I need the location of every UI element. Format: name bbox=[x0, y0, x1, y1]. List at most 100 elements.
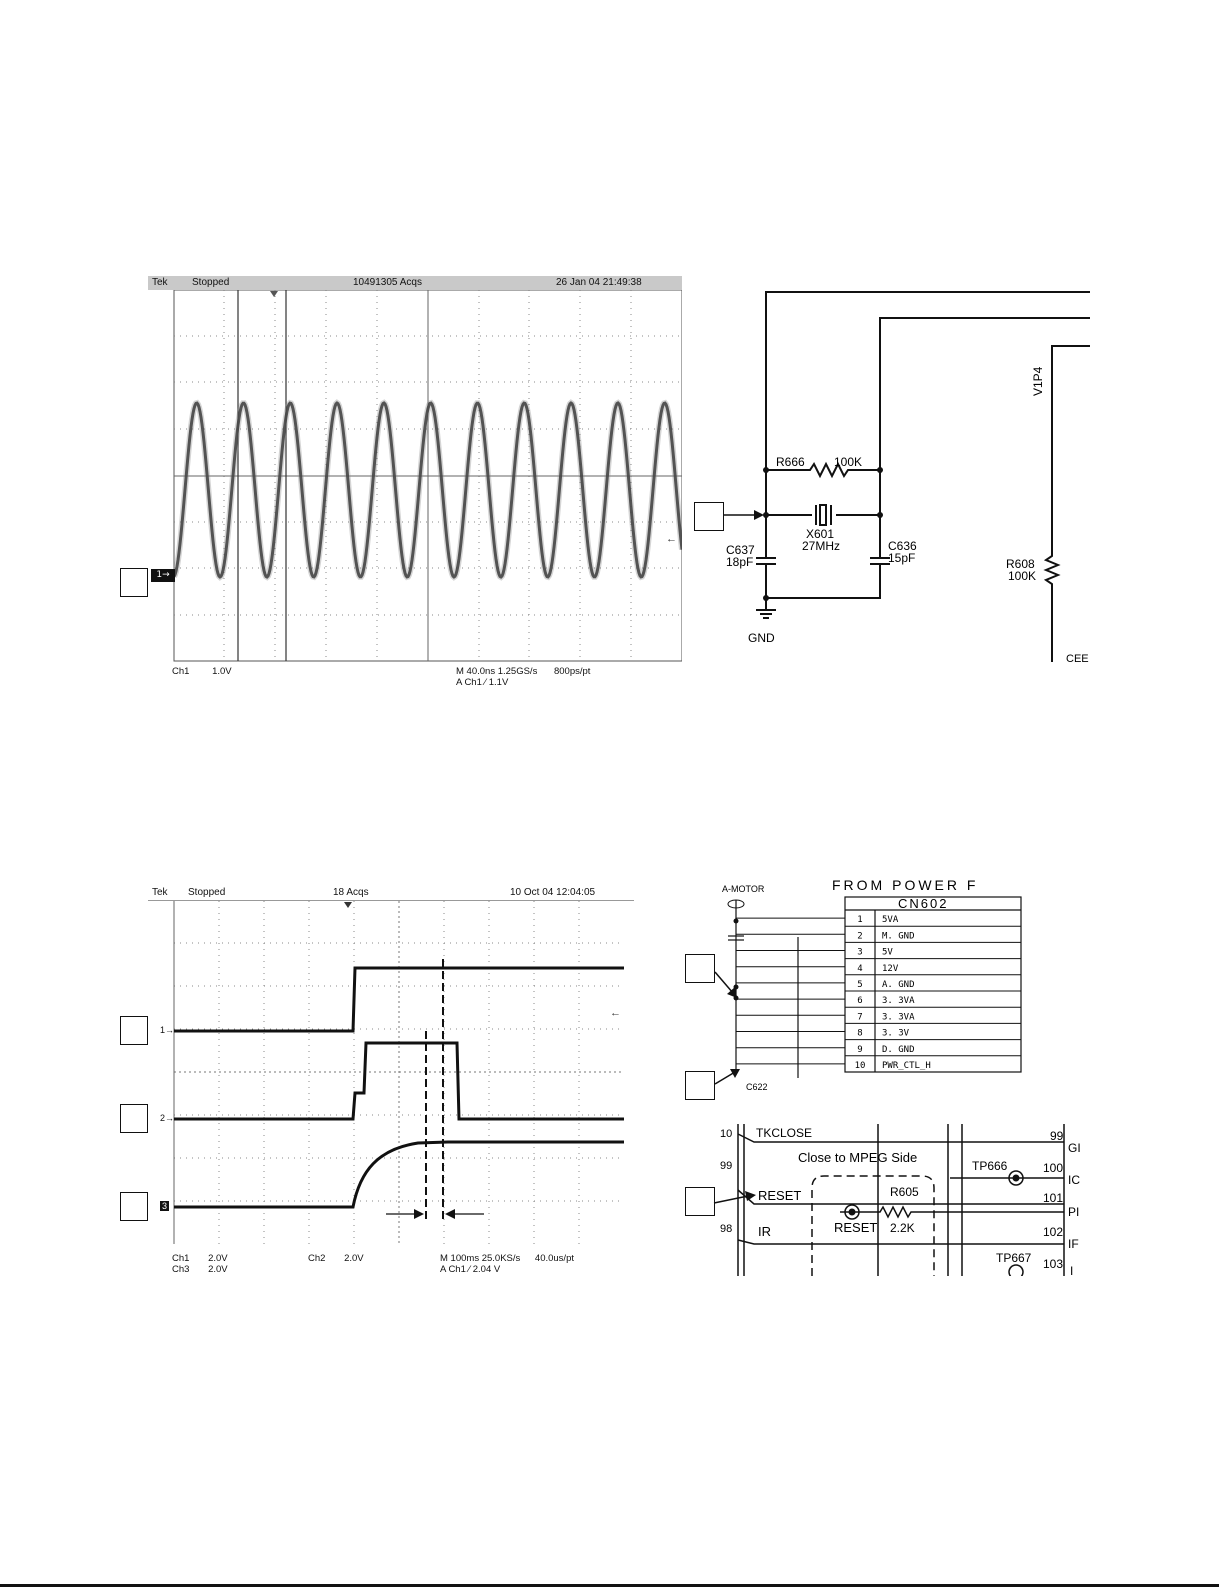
scope-footer-time: M 100ms 25.0KS/s 40.0us/pt bbox=[440, 1253, 574, 1264]
label-tkclose: TKCLOSE bbox=[756, 1126, 812, 1140]
footer-ch1: Ch1 bbox=[172, 1253, 190, 1264]
label-tp667: TP667 bbox=[996, 1251, 1032, 1265]
label-r608-value: 100K bbox=[1008, 569, 1036, 583]
pin-number: 9 bbox=[857, 1045, 862, 1055]
footer-ch2-volts: 2.0V bbox=[344, 1253, 364, 1264]
pin-name: 5V bbox=[882, 948, 893, 958]
footer-timebase: M 100ms 25.0KS/s bbox=[440, 1253, 521, 1264]
ch2-marker: 2→ bbox=[160, 1113, 175, 1123]
label-x601: X601 bbox=[806, 527, 834, 541]
label-gnd: GND bbox=[748, 631, 775, 645]
footer-rate: 800ps/pt bbox=[553, 666, 591, 677]
label-r605: R605 bbox=[890, 1185, 919, 1199]
waveform-ch1 bbox=[172, 401, 682, 579]
label-reset-net: RESET bbox=[758, 1188, 801, 1203]
pin-name: D. GND bbox=[882, 1045, 915, 1055]
footer-ch3: Ch3 bbox=[172, 1264, 190, 1275]
scope-screen: ← bbox=[173, 901, 624, 1244]
scope-footer-trigger: A Ch1 ∕ 2.04 V bbox=[440, 1264, 501, 1275]
label-r666: R666 bbox=[776, 455, 805, 469]
page-bottom-rule bbox=[0, 1584, 1219, 1587]
scope-datetime: 26 Jan 04 21:49:38 bbox=[556, 277, 642, 288]
footer-ch1-volts: 2.0V bbox=[208, 1253, 228, 1264]
ch1-marker: 1→ bbox=[160, 1025, 175, 1035]
waveform-ch1 bbox=[174, 966, 624, 1033]
label-tp666: TP666 bbox=[972, 1159, 1008, 1173]
pin-name: 3. 3VA bbox=[882, 1012, 915, 1022]
pin-name: PWR_CTL_H bbox=[882, 1061, 931, 1071]
callout-box bbox=[120, 1104, 148, 1133]
callout-arrow-3 bbox=[713, 1191, 756, 1204]
pin-number: 10 bbox=[855, 1061, 866, 1071]
footer-timebase: M 40.0ns 1.25GS/s bbox=[456, 666, 538, 677]
pin-number: 1 bbox=[857, 915, 862, 925]
trigger-marker bbox=[270, 291, 278, 297]
pin-number: 5 bbox=[857, 980, 862, 990]
label-c636: C636 bbox=[888, 539, 917, 553]
pin-name: A. GND bbox=[882, 980, 915, 990]
ch1-marker-label: 1 bbox=[160, 1025, 166, 1035]
callout-box bbox=[694, 502, 724, 531]
label-from-power: FROM POWER F bbox=[832, 877, 978, 893]
label-r666-value: 100K bbox=[834, 455, 862, 469]
label-motor: A-MOTOR bbox=[722, 884, 765, 894]
waveform-ch2 bbox=[174, 1041, 624, 1121]
label-r605-value: 2.2K bbox=[890, 1221, 915, 1235]
pin-name: 12V bbox=[882, 964, 899, 974]
callout-box bbox=[120, 1192, 148, 1221]
graticule bbox=[173, 901, 624, 1244]
label-cut-3: PI bbox=[1068, 1205, 1079, 1219]
label-close-to-mpeg: Close to MPEG Side bbox=[798, 1150, 917, 1165]
schematic-reset: TKCLOSE 10 99 98 Close to MPEG Side RESE… bbox=[720, 1124, 1080, 1276]
label-c637-value: 18pF bbox=[726, 555, 753, 569]
label-c622: C622 bbox=[746, 1082, 768, 1090]
footer-rate: 40.0us/pt bbox=[534, 1253, 574, 1264]
scope-footer-ch: Ch1 1.0V bbox=[172, 666, 232, 677]
pin-name: 3. 3VA bbox=[882, 996, 915, 1006]
callout-box bbox=[120, 568, 148, 597]
callout-box bbox=[685, 1071, 715, 1100]
schematic-crystal: R666 100K X601 27MHz C637 18pF C636 15pF… bbox=[724, 291, 1090, 663]
pin-number: 6 bbox=[857, 996, 862, 1006]
callout-box bbox=[685, 954, 715, 983]
footer-ch2: Ch2 bbox=[308, 1253, 326, 1264]
scope-state: Stopped bbox=[188, 887, 226, 898]
channel-marker: 1→ bbox=[151, 569, 175, 582]
label-cn602: CN602 bbox=[898, 896, 948, 911]
scope-datetime: 10 Oct 04 12:04:05 bbox=[510, 887, 596, 898]
label-pin-99-left: 99 bbox=[720, 1160, 732, 1172]
pin-number: 2 bbox=[857, 931, 862, 941]
scope-header: Tek Stopped 10491305 Acqs 26 Jan 04 21:4… bbox=[148, 276, 682, 290]
pin-name: 5VA bbox=[882, 915, 899, 925]
label-cut: CEE bbox=[1066, 653, 1089, 663]
scope-acquisitions: 10491305 Acqs bbox=[353, 277, 422, 288]
scope-state: Stopped bbox=[192, 277, 230, 288]
callout-box bbox=[685, 1187, 715, 1216]
level-arrow: ← bbox=[666, 533, 677, 545]
scope-footer-ch1: Ch1 2.0V bbox=[172, 1253, 228, 1264]
footer-volts: 1.0V bbox=[212, 666, 232, 677]
scope-header: Tek Stopped 18 Acqs 10 Oct 04 12:04:05 bbox=[148, 886, 634, 901]
ch3-marker: 3 bbox=[160, 1201, 170, 1211]
scope-brand: Tek bbox=[152, 887, 168, 898]
waveform-ch3 bbox=[174, 1140, 624, 1209]
scope-footer-ch2: Ch2 2.0V bbox=[308, 1253, 364, 1264]
callout-arrows-2 bbox=[714, 971, 740, 1085]
label-reset-tp: RESET bbox=[834, 1220, 877, 1235]
ch3-marker-label: 3 bbox=[162, 1201, 168, 1211]
pin-number: 4 bbox=[857, 964, 862, 974]
label-ir-net: IR bbox=[758, 1224, 771, 1239]
label-r608: R608 bbox=[1006, 557, 1035, 571]
scope-screen: ← bbox=[171, 290, 682, 662]
label-pin-10: 10 bbox=[720, 1128, 732, 1140]
scope-footer-trigger: A Ch1 ∕ 1.1V bbox=[456, 677, 509, 688]
oscilloscope-capture-1: Tek Stopped 10491305 Acqs 26 Jan 04 21:4… bbox=[148, 276, 682, 696]
footer-channel: Ch1 bbox=[172, 666, 190, 677]
pin-name: 3. 3V bbox=[882, 1029, 910, 1039]
pin-number: 3 bbox=[857, 948, 862, 958]
label-pin-102: 102 bbox=[1043, 1225, 1063, 1239]
scope-brand: Tek bbox=[152, 277, 168, 288]
oscilloscope-capture-2: Tek Stopped 18 Acqs 10 Oct 04 12:04:05 bbox=[148, 886, 634, 1278]
